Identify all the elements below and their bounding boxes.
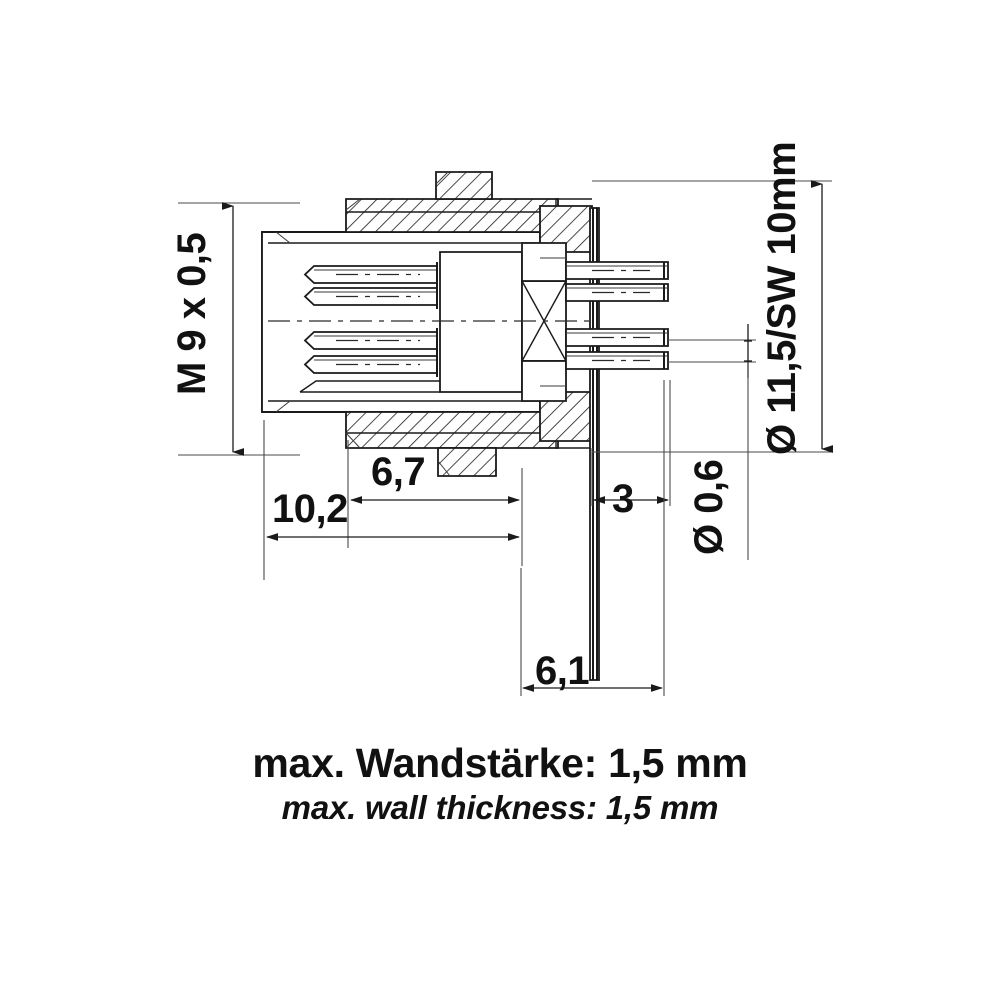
- front-contact-pins: [303, 262, 438, 377]
- front-pin-3: [303, 331, 438, 350]
- dim-label-thread: M 9 x 0,5: [170, 232, 214, 395]
- connector-body: [261, 171, 669, 681]
- dim-label-3: 3: [612, 477, 634, 521]
- dim-label-06: Ø 0,6: [687, 460, 731, 555]
- solder-pins: [565, 261, 669, 370]
- thread-collar-upper: [345, 198, 559, 233]
- dimension-panel-offset: 3: [591, 380, 671, 521]
- dim-label-102: 10,2: [272, 487, 348, 531]
- hex-boss-bottom: [437, 447, 497, 477]
- dimension-thread-length: 6,7: [347, 440, 523, 566]
- solder-pin-2: [565, 283, 669, 302]
- carrier-upper-cell: [521, 242, 567, 282]
- solder-pin-4: [565, 351, 669, 370]
- dim-label-sw: Ø 11,5/SW 10mm: [760, 142, 804, 455]
- hex-boss-bottom-chamfer: [437, 460, 451, 477]
- dimension-flange-sw: Ø 11,5/SW 10mm: [592, 142, 833, 455]
- dimension-pin-diameter: Ø 0,6: [668, 324, 756, 560]
- barrel-chamfer-bottom: [275, 400, 291, 413]
- front-pin-4: [303, 355, 438, 374]
- rear-shoulder-lower-step: [555, 441, 592, 449]
- hex-boss-chamfer: [435, 171, 449, 185]
- dimension-front-length: 10,2: [263, 420, 520, 580]
- rear-shoulder-upper-step: [555, 198, 592, 206]
- hex-boss-top: [435, 171, 493, 200]
- contact-carrier-block: [439, 251, 523, 393]
- dim-label-61: 6,1: [535, 649, 589, 693]
- barrel-step-bottom: [299, 380, 440, 393]
- solder-pin-3: [565, 328, 669, 347]
- front-pin-1: [303, 265, 438, 284]
- barrel-chamfer-top: [275, 231, 291, 244]
- carrier-lower-cell: [521, 360, 567, 402]
- dimension-pin-length: 6,1: [520, 380, 665, 696]
- dimension-thread-M9: M 9 x 0,5: [170, 202, 300, 456]
- dim-label-67: 6,7: [371, 450, 425, 494]
- solder-pin-1: [565, 261, 669, 280]
- thread-collar-upper-chamfer: [345, 198, 361, 211]
- thread-collar-lower-chamfer: [345, 432, 361, 449]
- thread-collar-lower: [345, 411, 559, 449]
- front-pin-2: [303, 287, 438, 306]
